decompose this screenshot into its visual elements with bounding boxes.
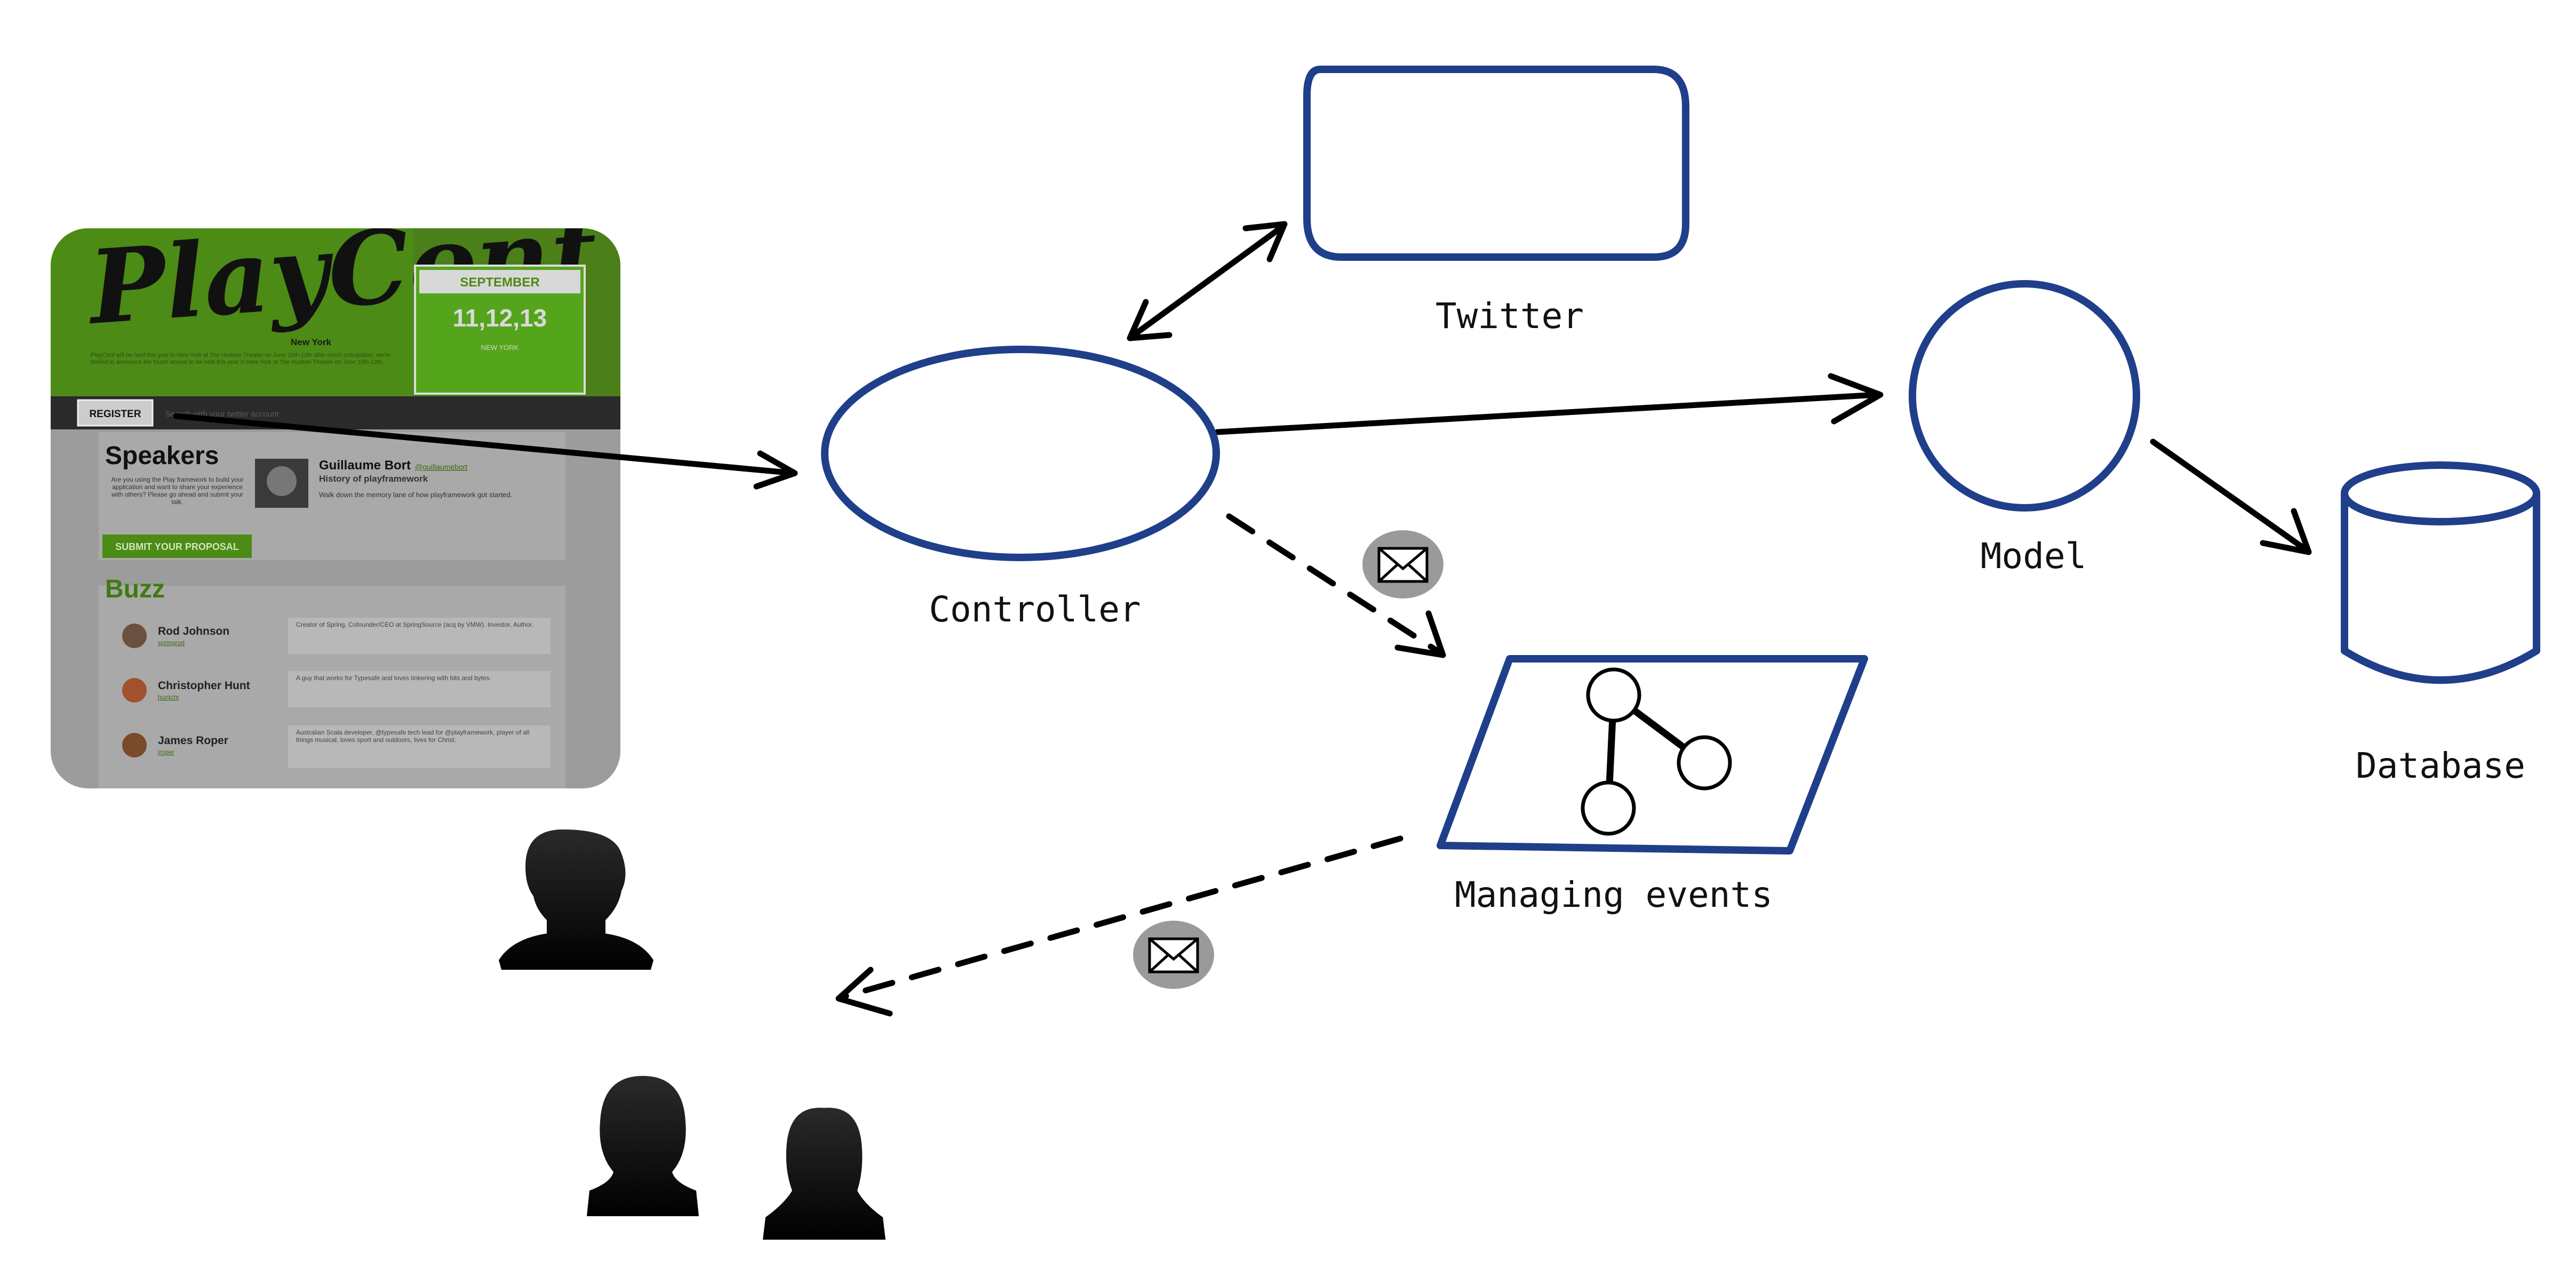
arrow-controller-twitter	[1127, 221, 1288, 341]
envelope-icon	[1148, 937, 1199, 973]
model-label: Model	[1981, 536, 2087, 577]
arrow-managing-events-to-users	[835, 835, 1403, 1017]
website-city: New York	[291, 337, 331, 347]
database-label: Database	[2356, 745, 2525, 786]
buzz-handle[interactable]: huntchr	[158, 693, 179, 701]
submit-proposal-button[interactable]: SUBMIT YOUR PROPOSAL	[115, 541, 239, 552]
buzz-item: Rod Johnson springrod Creator of Spring,…	[122, 618, 551, 654]
managing-events-label: Managing events	[1455, 874, 1773, 915]
arrow-model-to-database	[2150, 438, 2312, 555]
speaker-name: Guillaume Bort	[319, 458, 411, 473]
buzz-title: Buzz	[105, 575, 165, 603]
buzz-item: Christopher Hunt huntchr A guy that work…	[122, 671, 551, 707]
buzz-avatar	[122, 678, 147, 703]
envelope-badge	[1133, 921, 1214, 989]
managing-events-node: Managing events	[1437, 655, 1868, 915]
buzz-text: Creator of Spring, Cofounder/CEO at Spri…	[296, 621, 533, 628]
date-month: SEPTEMBER	[460, 275, 539, 290]
buzz-avatar	[122, 733, 147, 757]
twitter-node: Twitter	[1303, 66, 1689, 337]
speakers-text: Are you using the Play framework to buil…	[111, 476, 243, 506]
speaker-talk: History of playframework	[319, 474, 428, 484]
envelope-icon	[1377, 547, 1429, 583]
speaker-handle[interactable]: @guillaumebort	[415, 462, 467, 471]
buzz-name: James Roper	[158, 735, 228, 747]
graph-icon	[1581, 667, 1732, 836]
speakers-title: Speakers	[105, 442, 219, 470]
envelope-badge	[1362, 530, 1443, 598]
date-city: NEW YORK	[481, 344, 519, 352]
database-node: Database	[2341, 461, 2540, 786]
website-intro: PlayConf will be held this year in New Y…	[91, 352, 390, 365]
buzz-text: Australian Scala developer, @typesafe te…	[296, 729, 530, 744]
controller-label: Controller	[929, 589, 1141, 630]
twitter-label: Twitter	[1435, 296, 1584, 337]
user-icon	[763, 1107, 886, 1240]
buzz-avatar	[122, 624, 147, 648]
model-node: Model	[1909, 280, 2140, 577]
buzz-item: James Roper jroper Australian Scala deve…	[122, 725, 551, 768]
arrow-controller-to-managing-events	[1226, 513, 1446, 658]
buzz-name: Rod Johnson	[158, 625, 229, 637]
users-group	[499, 829, 886, 1240]
date-days: 11,12,13	[453, 304, 547, 332]
buzz-handle[interactable]: springrod	[158, 639, 185, 647]
buzz-text: A guy that works for Typesafe and loves …	[296, 674, 491, 682]
buzz-handle[interactable]: jroper	[157, 748, 174, 756]
register-button[interactable]: REGISTER	[89, 409, 141, 420]
user-icon	[587, 1076, 699, 1216]
controller-node: Controller	[821, 346, 1220, 630]
speaker-abstract: Walk down the memory lane of how playfra…	[319, 491, 512, 499]
user-icon	[499, 829, 653, 970]
playconf-website-screenshot: PlayConf New York PlayConf will be held …	[51, 228, 620, 788]
buzz-name: Christopher Hunt	[158, 680, 250, 692]
arrow-controller-to-model	[1214, 373, 1884, 435]
arrow-website-to-controller	[173, 413, 798, 490]
